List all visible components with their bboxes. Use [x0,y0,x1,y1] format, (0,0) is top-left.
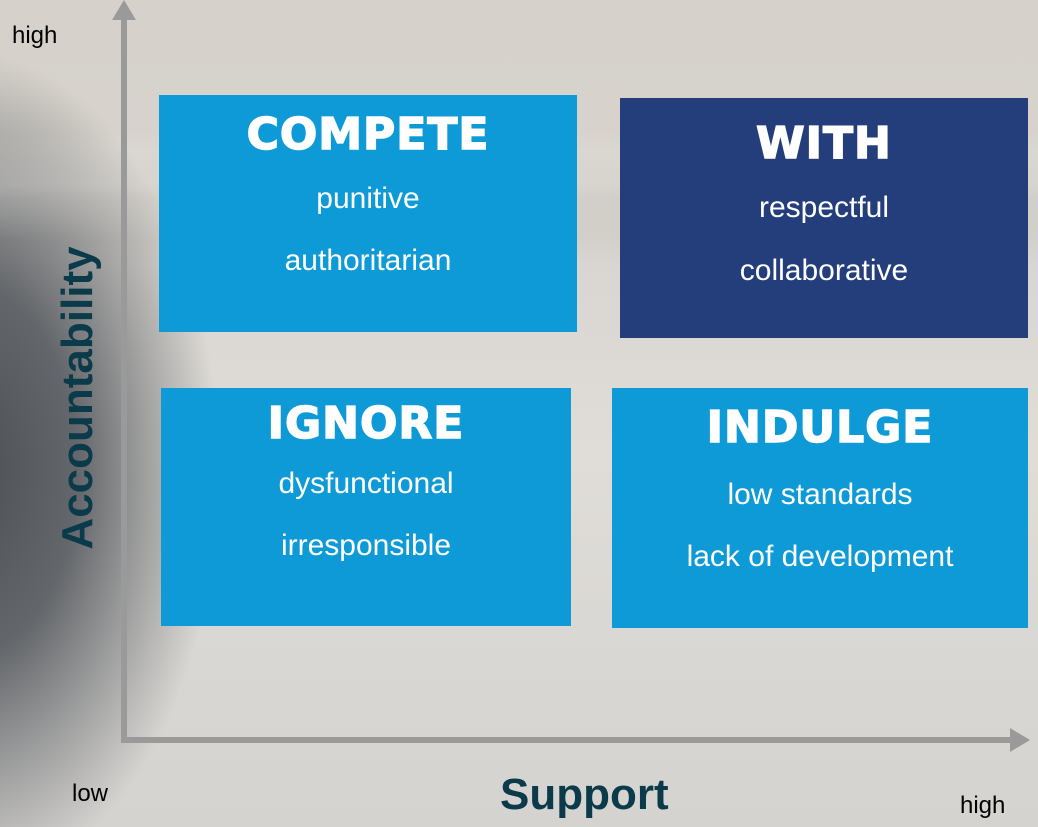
quadrant-title: INDULGE [706,402,934,453]
quadrant-title: IGNORE [267,398,465,449]
quadrant-compete: COMPETE punitive authoritarian [159,95,577,332]
quadrant-descriptor: punitive [316,182,420,215]
y-axis-arrowhead [112,0,136,20]
quadrant-descriptor: dysfunctional [278,467,454,500]
quadrant-ignore: IGNORE dysfunctional irresponsible [161,388,571,626]
y-axis-high-label: high [12,22,58,49]
x-axis-low-label: low [72,780,109,807]
quadrant-descriptor: lack of development [686,540,954,573]
x-axis-arrowhead [1010,728,1030,752]
x-axis-high-label: high [960,792,1006,819]
quadrant-with: WITH respectful collaborative [620,98,1028,338]
quadrant-title: WITH [755,118,892,169]
quadrant-descriptor: low standards [727,478,913,511]
quadrant-descriptor: respectful [758,191,890,224]
quadrant-descriptor: irresponsible [280,529,452,562]
quadrant-descriptor: authoritarian [284,244,452,277]
quadrant-title: COMPETE [246,109,490,160]
x-axis-title: Support [500,770,669,819]
quadrant-descriptor: collaborative [739,254,909,287]
quadrant-indulge: INDULGE low standards lack of developmen… [612,388,1028,628]
y-axis-title: Accountability [53,246,102,550]
